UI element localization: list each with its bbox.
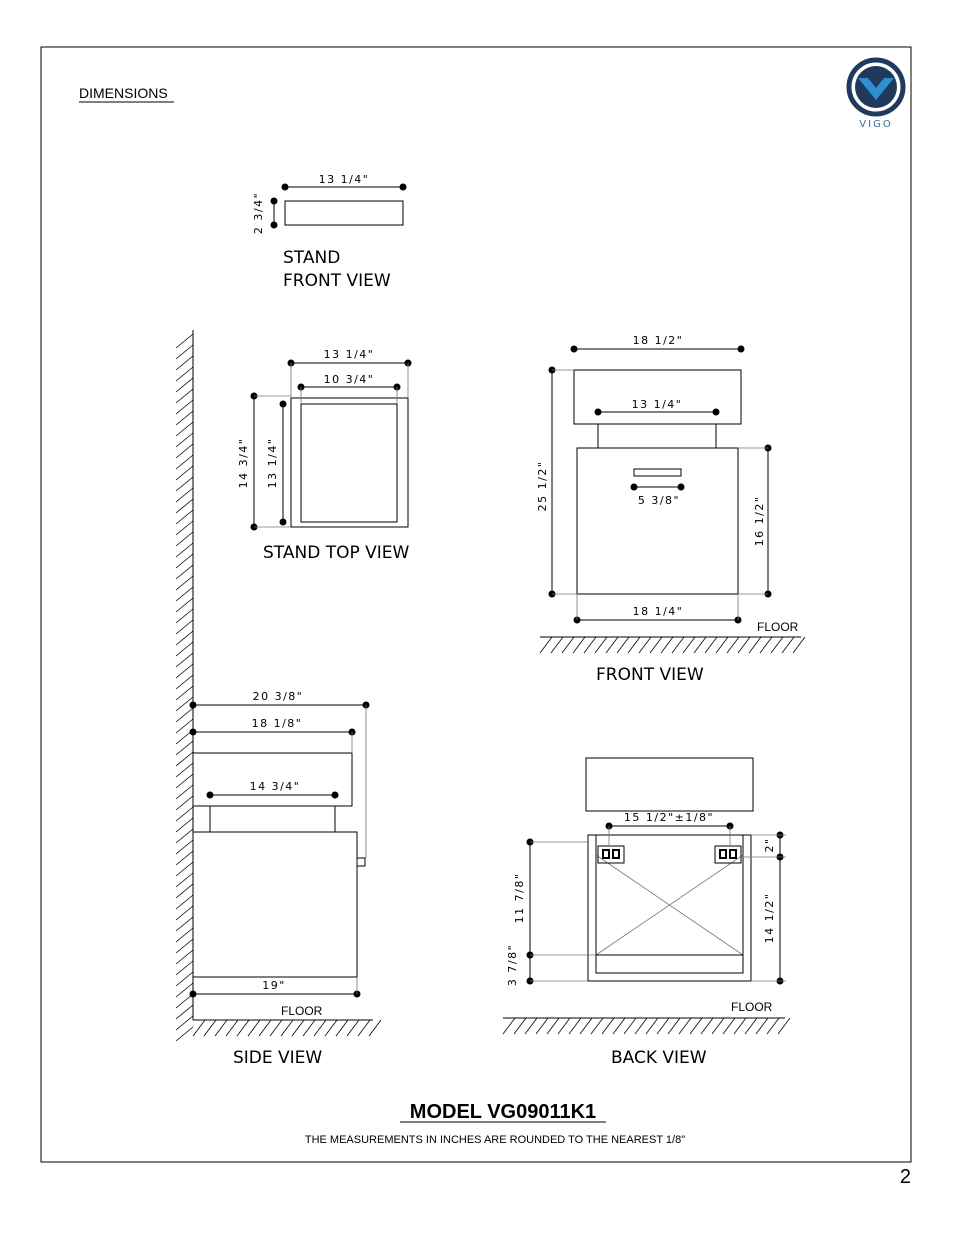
page-border: [40, 46, 912, 1163]
back-bracket-spacing: 15 1/2"±1/8": [624, 811, 714, 824]
back-bottom-offset: 3 7/8": [506, 944, 519, 986]
front-total-height: 25 1/2": [536, 461, 549, 512]
side-view-label: SIDE VIEW: [233, 1048, 322, 1068]
front-floor-label: FLOOR: [757, 620, 799, 634]
side-floor-label: FLOOR: [281, 1004, 323, 1018]
vigo-logo: VIGO: [846, 57, 906, 130]
stand-front-width: 13 1/4": [319, 173, 370, 186]
brand-name: VIGO: [859, 119, 892, 130]
front-view-label: FRONT VIEW: [596, 665, 704, 685]
back-view: 15 1/2"±1/8" 2" 14 1/2" 11 7/8" 3 7/8" F…: [502, 757, 791, 1068]
stand-top-outer-depth: 14 3/4": [237, 438, 250, 489]
measurement-note: THE MEASUREMENTS IN INCHES ARE ROUNDED T…: [305, 1134, 685, 1146]
stand-top-view: 13 1/4" 10 3/4" 14 3/4" 13 1/4" STAND TO…: [237, 348, 412, 563]
stand-top-inner-depth: 13 1/4": [266, 438, 279, 489]
stand-top-label: STAND TOP VIEW: [263, 543, 410, 563]
model-title: MODEL VG09011K1: [410, 1101, 596, 1123]
back-cabinet-height: 14 1/2": [763, 893, 776, 944]
back-mount-height: 11 7/8": [513, 873, 526, 924]
side-view: 20 3/8" 18 1/8" 14 3/4" 19" FLOOR SIDE V…: [189, 690, 382, 1068]
stand-front-view: 13 1/4" 2 3/4" STAND FRONT VIEW: [252, 173, 407, 291]
stand-front-height: 2 3/4": [252, 192, 265, 234]
front-handle-width: 5 3/8": [638, 494, 680, 507]
back-view-label: BACK VIEW: [611, 1048, 707, 1068]
side-sink-depth: 14 3/4": [250, 780, 301, 793]
stand-front-label-1: STAND: [283, 248, 340, 268]
front-floor-hatch: [539, 636, 806, 654]
side-floor-hatch: [192, 1019, 382, 1037]
front-sink-width: 13 1/4": [632, 398, 683, 411]
front-base-width: 18 1/4": [633, 605, 684, 618]
side-top-depth: 18 1/8": [252, 717, 303, 730]
stand-top-outer-width: 13 1/4": [324, 348, 375, 361]
side-total-depth: 20 3/8": [253, 690, 304, 703]
page-number: 2: [900, 1166, 911, 1188]
stand-front-label-2: FRONT VIEW: [283, 271, 391, 291]
front-cabinet-height: 16 1/2": [753, 496, 766, 547]
section-title: DIMENSIONS: [79, 85, 168, 101]
stand-top-inner-width: 10 3/4": [324, 373, 375, 386]
front-view: 18 1/2" 13 1/4" 25 1/2" 5 3/8" 16 1/2" 1…: [536, 334, 806, 685]
back-bracket-height: 2": [763, 837, 776, 852]
back-floor-hatch: [502, 1017, 791, 1035]
back-floor-label: FLOOR: [731, 1000, 773, 1014]
wall-hatch: [175, 330, 194, 1042]
side-cabinet-depth: 19": [262, 979, 286, 992]
front-top-width: 18 1/2": [633, 334, 684, 347]
